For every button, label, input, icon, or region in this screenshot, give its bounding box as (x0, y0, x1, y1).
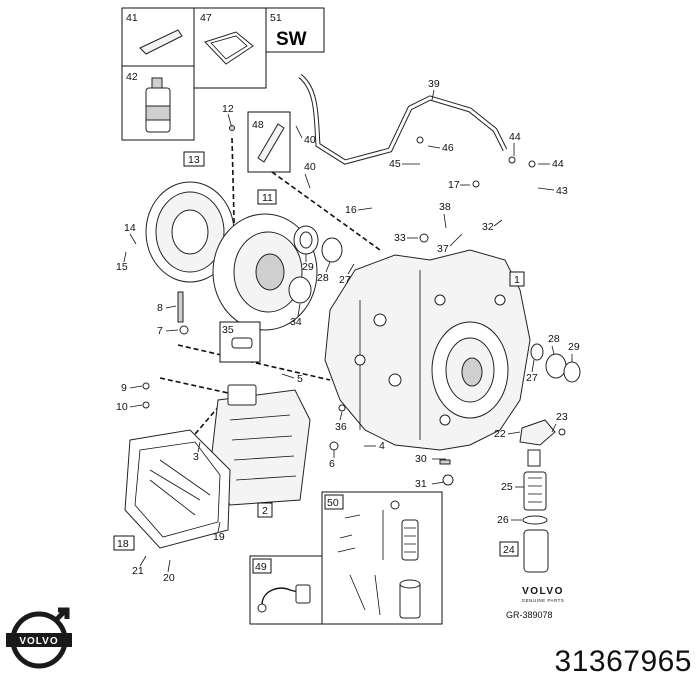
svg-text:25: 25 (501, 481, 513, 493)
svg-text:21: 21 (132, 565, 144, 577)
svg-text:16: 16 (345, 204, 357, 216)
svg-text:23: 23 (556, 411, 568, 423)
svg-text:1: 1 (514, 274, 520, 286)
svg-text:VOLVO: VOLVO (19, 636, 58, 647)
volvo-logo-icon: VOLVO (6, 607, 72, 669)
boxed-label-13: 13 (183, 151, 205, 167)
sealant-tube-icon (139, 29, 183, 55)
kit-box-51: 51 SW (265, 7, 325, 53)
svg-text:44: 44 (552, 158, 564, 170)
kit-box-49: 49 (249, 555, 323, 625)
svg-text:35: 35 (222, 324, 234, 336)
sensor-probe-icon (257, 123, 285, 163)
svg-text:5: 5 (297, 373, 303, 385)
svg-text:20: 20 (163, 572, 175, 584)
boxed-label-1: 1 (509, 271, 525, 287)
svg-text:27: 27 (339, 274, 351, 286)
svg-text:12: 12 (222, 103, 234, 115)
svg-text:46: 46 (442, 142, 454, 154)
svg-text:36: 36 (335, 421, 347, 433)
svg-text:34: 34 (290, 316, 302, 328)
svg-text:31: 31 (415, 478, 427, 490)
svg-text:2: 2 (262, 505, 268, 517)
torque-converter (145, 181, 318, 331)
box-51-label: 51 (270, 12, 282, 24)
svg-text:24: 24 (503, 544, 515, 556)
boxed-label-35: 35 (219, 321, 261, 363)
svg-text:14: 14 (124, 222, 136, 234)
svg-text:37: 37 (437, 243, 449, 255)
svg-text:44: 44 (509, 131, 521, 143)
svg-text:22: 22 (494, 428, 506, 440)
svg-text:29: 29 (568, 341, 580, 353)
gasket-icon (204, 31, 254, 65)
box-41-label: 41 (126, 12, 138, 24)
svg-text:7: 7 (157, 325, 163, 337)
svg-text:29: 29 (302, 261, 314, 273)
kit-box-41: 41 (121, 7, 195, 67)
svg-text:6: 6 (329, 458, 335, 470)
svg-text:50: 50 (327, 497, 339, 509)
svg-text:19: 19 (213, 531, 225, 543)
box-47-label: 47 (200, 12, 212, 24)
part-number: 31367965 (554, 645, 692, 678)
svg-text:38: 38 (439, 201, 451, 213)
svg-text:49: 49 (255, 561, 267, 573)
svg-text:32: 32 (482, 221, 494, 233)
kit-box-50: 50 (321, 491, 443, 625)
boxed-label-18: 18 (113, 535, 135, 551)
fastener-icons (142, 125, 566, 486)
reference-code: GR-389078 (506, 610, 553, 620)
svg-text:18: 18 (117, 538, 129, 550)
gearbox-housing (324, 249, 531, 451)
boxed-label-2: 2 (257, 502, 273, 518)
svg-text:26: 26 (497, 514, 509, 526)
boxed-label-24: 24 (499, 541, 519, 557)
svg-text:28: 28 (317, 272, 329, 284)
callouts: 12 40 40 39 46 45 44 44 43 17 16 38 33 3… (116, 78, 580, 584)
svg-text:28: 28 (548, 333, 560, 345)
svg-text:9: 9 (121, 382, 127, 394)
box-48-label: 48 (252, 119, 264, 131)
svg-text:33: 33 (394, 232, 406, 244)
reference-brand: VOLVO (522, 586, 564, 597)
svg-text:11: 11 (262, 192, 273, 204)
svg-text:3: 3 (193, 451, 199, 463)
svg-text:10: 10 (116, 401, 128, 413)
svg-text:17: 17 (448, 179, 460, 191)
svg-text:39: 39 (428, 78, 440, 90)
svg-text:15: 15 (116, 261, 128, 273)
svg-text:45: 45 (389, 158, 401, 170)
svg-text:40: 40 (304, 134, 316, 146)
svg-text:13: 13 (188, 154, 200, 166)
svg-text:30: 30 (415, 453, 427, 465)
svg-text:4: 4 (379, 440, 385, 452)
svg-text:40: 40 (304, 161, 316, 173)
svg-text:8: 8 (157, 302, 163, 314)
oil-pan (124, 429, 231, 549)
kit-box-48: 48 (247, 111, 291, 173)
oil-filter (519, 419, 556, 573)
valve-body (209, 384, 311, 506)
boxed-label-11: 11 (257, 189, 277, 205)
kit-box-47: 47 (193, 7, 267, 89)
svg-text:27: 27 (526, 372, 538, 384)
software-label: SW (276, 29, 307, 50)
svg-text:43: 43 (556, 185, 568, 197)
reference-subtitle: GENUINE PARTS (521, 598, 565, 603)
box-42-label: 42 (126, 71, 138, 83)
kit-box-42: 42 (121, 65, 195, 141)
